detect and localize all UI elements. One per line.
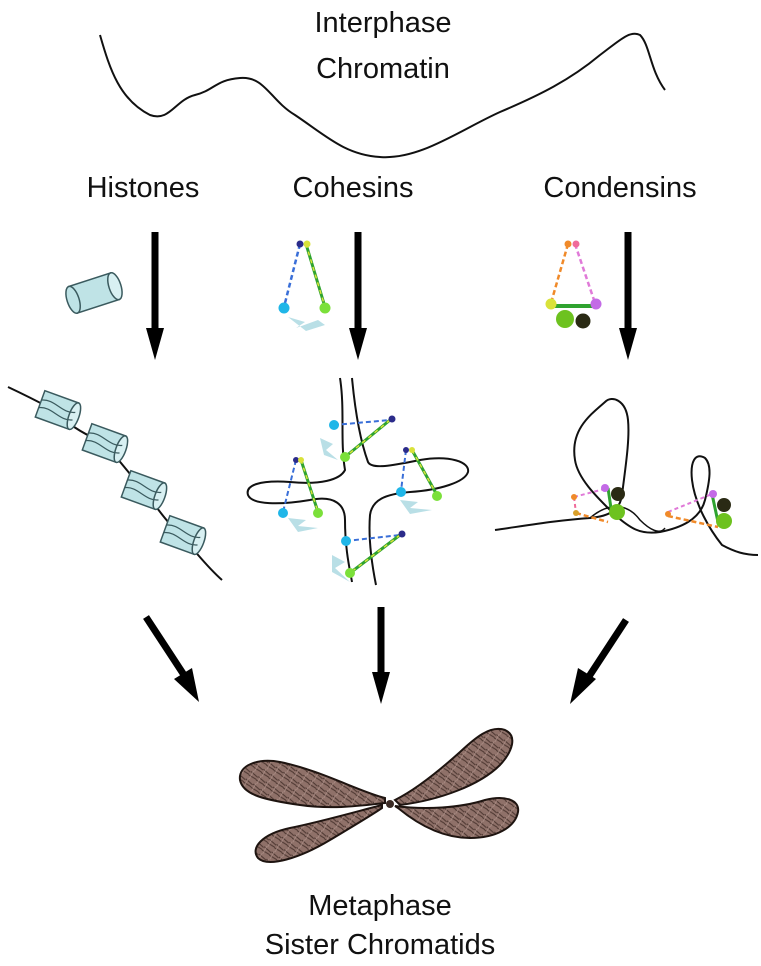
cohesin-ring-right <box>396 447 442 514</box>
centromere <box>386 800 394 808</box>
chromatid-upper-left <box>240 761 385 807</box>
arrow-cohesins-to-metaphase <box>372 607 390 704</box>
condensin-on-loop-right <box>665 490 732 529</box>
cohesin-bound-chromatids <box>248 378 469 585</box>
arrow-cohesins-down <box>349 232 367 360</box>
histone-icon <box>63 271 125 315</box>
chromatid-upper-right <box>395 729 512 805</box>
chromatid-lower-left <box>256 805 382 862</box>
arrow-condensins-down <box>619 232 637 360</box>
arrow-condensins-to-metaphase <box>570 620 626 704</box>
metaphase-chromosome <box>240 729 518 862</box>
condensin-looped-chromatin <box>495 399 758 555</box>
cohesin-ring-bottom <box>332 531 406 583</box>
nucleosome-string <box>8 387 222 580</box>
chromatid-lower-right <box>395 798 518 838</box>
arrow-histones-down <box>146 232 164 360</box>
arrow-histones-to-metaphase <box>146 617 199 702</box>
cohesin-ring-left <box>278 457 323 532</box>
condensin-complex-icon <box>546 241 602 329</box>
cohesin-ring-icon <box>279 241 331 332</box>
interphase-chromatin-strand <box>100 34 665 158</box>
